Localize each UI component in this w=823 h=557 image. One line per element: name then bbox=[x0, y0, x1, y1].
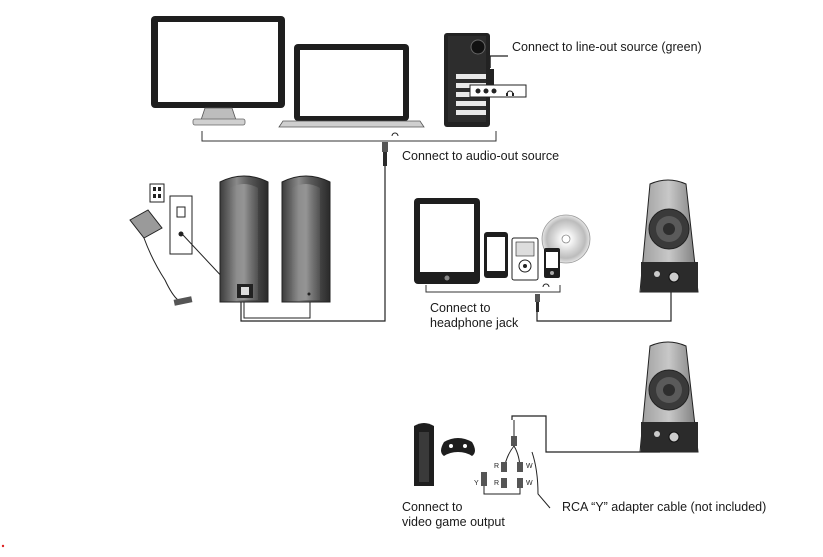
desktop-tower-icon bbox=[444, 33, 527, 127]
corner-mark bbox=[1, 544, 5, 548]
mp3-player-small-icon bbox=[544, 248, 560, 278]
rca-plug-icon bbox=[517, 462, 523, 472]
headphone-icon bbox=[506, 90, 514, 96]
audio-cable bbox=[240, 142, 388, 322]
rca-plug-icon bbox=[501, 478, 507, 488]
headphone-icon bbox=[391, 132, 399, 137]
line-out-label: Connect to line-out source (green) bbox=[512, 40, 702, 54]
game-label-line2: video game output bbox=[402, 515, 505, 529]
game-console-icon bbox=[414, 423, 434, 486]
rca-yellow-marker: Y bbox=[474, 480, 479, 487]
rca-white-marker: W bbox=[526, 463, 533, 470]
speaker-side-upper-icon bbox=[639, 179, 699, 293]
speaker-left-icon bbox=[219, 175, 269, 303]
headphone-cable bbox=[535, 290, 672, 322]
mp3-player-icon bbox=[511, 237, 539, 281]
rca-cable-label: RCA “Y” adapter cable (not included) bbox=[562, 500, 767, 514]
rca-red-marker: R bbox=[494, 463, 499, 470]
monitor-icon bbox=[151, 16, 285, 126]
speaker-side-lower-icon bbox=[639, 341, 699, 453]
rca-cable: R W R W Y bbox=[474, 415, 660, 509]
device-bracket bbox=[425, 285, 561, 293]
headphone-label-line1: Connect to bbox=[430, 301, 491, 315]
line-out-plug-icon bbox=[489, 55, 508, 68]
tablet-icon bbox=[414, 198, 480, 284]
phone-icon bbox=[484, 232, 508, 278]
source-bracket bbox=[201, 131, 497, 142]
rca-plug-icon bbox=[517, 478, 523, 488]
gamepad-icon bbox=[441, 438, 475, 456]
rca-plug-icon bbox=[481, 472, 487, 486]
game-label-line1: Connect to bbox=[402, 500, 463, 514]
rca-plug-icon bbox=[511, 436, 517, 446]
power-outlet-icon bbox=[149, 183, 165, 203]
rca-white-marker: W bbox=[526, 480, 533, 487]
laptop-icon bbox=[278, 44, 425, 128]
rca-plug-icon bbox=[501, 462, 507, 472]
power-adapter-icon bbox=[129, 209, 193, 306]
headphone-icon bbox=[542, 283, 550, 288]
speaker-right-icon bbox=[281, 175, 331, 303]
headphone-label-line2: headphone jack bbox=[430, 316, 519, 330]
audio-out-label: Connect to audio-out source bbox=[402, 149, 560, 163]
rca-red-marker: R bbox=[494, 480, 499, 487]
